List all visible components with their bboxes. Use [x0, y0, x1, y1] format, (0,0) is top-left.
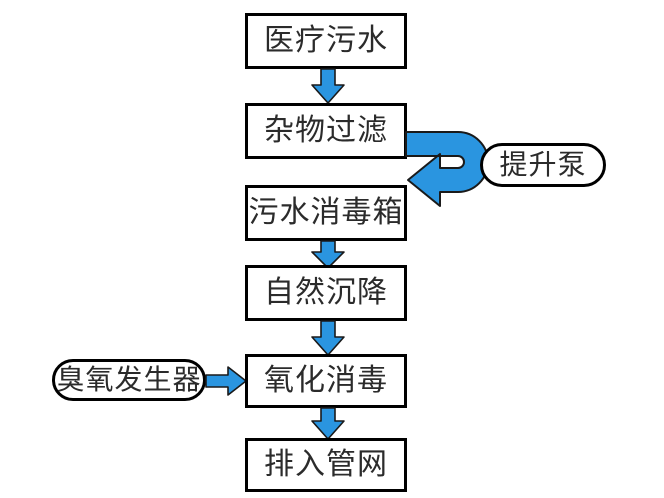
- node-sewage-disinfection-tank[interactable]: 污水消毒箱: [245, 185, 407, 241]
- arrow-down-4: [311, 407, 345, 440]
- node-ozone-generator[interactable]: 臭氧发生器: [52, 359, 206, 401]
- node-label: 提升泵: [499, 148, 587, 181]
- arrow-down-1: [311, 68, 345, 104]
- node-discharge-to-pipe-network[interactable]: 排入管网: [245, 438, 407, 492]
- arrow-right-ozone: [205, 366, 247, 396]
- node-natural-sedimentation[interactable]: 自然沉降: [245, 265, 407, 321]
- node-label: 排入管网: [264, 447, 388, 482]
- node-label: 氧化消毒: [264, 363, 388, 398]
- arrow-down-3: [311, 320, 345, 356]
- node-label: 医疗污水: [264, 23, 388, 58]
- node-label: 污水消毒箱: [248, 195, 404, 230]
- node-lift-pump[interactable]: 提升泵: [480, 143, 606, 187]
- node-debris-filter[interactable]: 杂物过滤: [245, 103, 407, 159]
- node-medical-wastewater[interactable]: 医疗污水: [245, 13, 407, 69]
- node-oxidation-disinfection[interactable]: 氧化消毒: [245, 354, 407, 408]
- arrow-down-2: [311, 240, 345, 269]
- node-label: 臭氧发生器: [56, 363, 202, 396]
- node-label: 自然沉降: [264, 275, 388, 310]
- node-label: 杂物过滤: [264, 113, 388, 148]
- arrow-hook-lift-pump: [405, 131, 489, 207]
